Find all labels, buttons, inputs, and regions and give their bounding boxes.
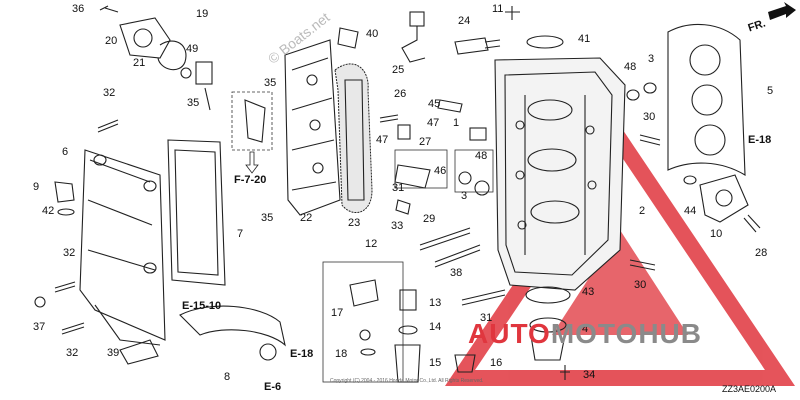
- callout-42[interactable]: 42: [42, 205, 54, 217]
- callout-49[interactable]: 49: [186, 43, 198, 55]
- callout-9[interactable]: 9: [33, 181, 39, 193]
- brand-part-auto: AUTO: [468, 318, 551, 349]
- callout-44[interactable]: 44: [684, 205, 696, 217]
- callout-26[interactable]: 26: [394, 88, 406, 100]
- callout-10[interactable]: 10: [710, 228, 722, 240]
- brand-part-moto: MOTO: [550, 318, 639, 349]
- callout-3[interactable]: 3: [648, 53, 654, 65]
- callout-18[interactable]: 18: [335, 348, 347, 360]
- watermark-triangle-inner: [552, 230, 688, 335]
- callout-13[interactable]: 13: [429, 297, 441, 309]
- reference-layer: F-7-20E-15-10E-18E-6E-18: [182, 134, 771, 393]
- callout-32[interactable]: 32: [63, 247, 75, 259]
- callout-6[interactable]: 6: [62, 146, 68, 158]
- callout-31[interactable]: 31: [480, 312, 492, 324]
- callout-4[interactable]: 4: [582, 323, 588, 335]
- diagram-code: ZZ3AE0200A: [722, 384, 777, 394]
- callout-12[interactable]: 12: [365, 238, 377, 250]
- callout-16[interactable]: 16: [490, 357, 502, 369]
- callout-32[interactable]: 32: [66, 347, 78, 359]
- callout-47[interactable]: 47: [376, 134, 388, 146]
- callout-17[interactable]: 17: [331, 307, 343, 319]
- callout-39[interactable]: 39: [107, 347, 119, 359]
- callout-15[interactable]: 15: [429, 357, 441, 369]
- callout-22[interactable]: 22: [300, 212, 312, 224]
- callout-23[interactable]: 23: [348, 217, 360, 229]
- callout-24[interactable]: 24: [458, 15, 470, 27]
- brand-part-hub: HUB: [638, 318, 702, 349]
- callout-31[interactable]: 31: [392, 182, 404, 194]
- callout-43[interactable]: 43: [582, 286, 594, 298]
- callout-36[interactable]: 36: [72, 3, 84, 15]
- callout-32[interactable]: 32: [103, 87, 115, 99]
- callout-48[interactable]: 48: [475, 150, 487, 162]
- bolts-left: [34, 119, 159, 365]
- ref-e-18[interactable]: E-18: [748, 134, 771, 146]
- callout-38[interactable]: 38: [450, 267, 462, 279]
- callout-7[interactable]: 7: [237, 228, 243, 240]
- callout-21[interactable]: 21: [133, 57, 145, 69]
- sensor-and-plug: [337, 6, 564, 63]
- fuel-filter-group: [322, 261, 476, 383]
- callout-35[interactable]: 35: [187, 97, 199, 109]
- callout-40[interactable]: 40: [366, 28, 378, 40]
- callout-27[interactable]: 27: [419, 136, 431, 148]
- callout-3[interactable]: 3: [461, 190, 467, 202]
- callout-34[interactable]: 34: [583, 369, 595, 381]
- callout-2[interactable]: 2: [639, 205, 645, 217]
- callout-19[interactable]: 19: [196, 8, 208, 20]
- exhaust-cover: [284, 39, 341, 216]
- cylinder-block: [494, 57, 626, 291]
- callout-29[interactable]: 29: [423, 213, 435, 225]
- callout-48[interactable]: 48: [624, 61, 636, 73]
- small-parts-center: [379, 99, 506, 306]
- callout-14[interactable]: 14: [429, 321, 441, 333]
- cylinder-head-cover: [79, 149, 166, 346]
- head-gasket: [667, 23, 746, 176]
- callout-46[interactable]: 46: [434, 165, 446, 177]
- callout-5[interactable]: 5: [767, 85, 773, 97]
- anode-and-seal: [525, 134, 661, 380]
- cover-gasket: [167, 139, 226, 286]
- callout-11[interactable]: 11: [492, 3, 503, 15]
- callout-35[interactable]: 35: [261, 212, 273, 224]
- ref-e-15-10[interactable]: E-15-10: [182, 300, 221, 312]
- exhaust-gasket: [334, 63, 373, 214]
- water-hose: [179, 305, 286, 361]
- callout-41[interactable]: 41: [578, 33, 590, 45]
- brand-watermark: AUTOMOTOHUB: [468, 318, 702, 350]
- callout-33[interactable]: 33: [391, 220, 403, 232]
- callout-47[interactable]: 47: [427, 117, 439, 129]
- thermostat-cover: [99, 5, 213, 111]
- callout-37[interactable]: 37: [33, 321, 45, 333]
- front-arrow: [768, 2, 796, 20]
- callout-30[interactable]: 30: [643, 111, 655, 123]
- callout-28[interactable]: 28: [755, 247, 767, 259]
- callout-1[interactable]: 1: [453, 117, 459, 129]
- callout-8[interactable]: 8: [224, 371, 230, 383]
- ref-e-6[interactable]: E-6: [264, 381, 281, 393]
- thermostat-housing: [626, 82, 761, 233]
- ref-f-7-20[interactable]: F-7-20: [234, 174, 266, 186]
- copyright-text: Copyright (C) 2004 - 2016 Honda Motor Co…: [330, 378, 484, 384]
- callout-45[interactable]: 45: [428, 98, 440, 110]
- callout-25[interactable]: 25: [392, 64, 404, 76]
- callout-20[interactable]: 20: [105, 35, 117, 47]
- ref-e-18[interactable]: E-18: [290, 348, 313, 360]
- bracket-f7-20: [231, 91, 273, 174]
- callout-30[interactable]: 30: [634, 279, 646, 291]
- callout-35[interactable]: 35: [264, 77, 276, 89]
